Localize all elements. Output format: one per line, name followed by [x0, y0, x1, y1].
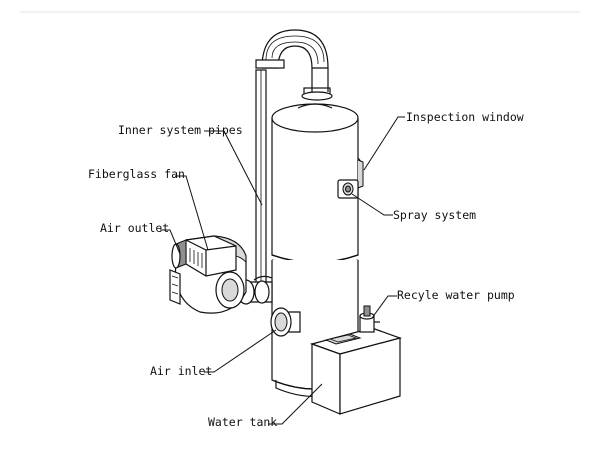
- leader-lines: [160, 116, 405, 425]
- label-fiberglass-fan: Fiberglass fan: [88, 167, 185, 181]
- air-inlet-flange: [270, 307, 301, 337]
- water-tank: [309, 327, 403, 415]
- leader-spray-system: [351, 193, 393, 216]
- label-recycle-water-pump: Recyle water pump: [397, 288, 515, 302]
- label-inner-system-pipes: Inner system pipes: [118, 123, 243, 137]
- leader-water-tank: [268, 383, 323, 425]
- leader-air-outlet: [160, 229, 181, 255]
- leader-air-inlet: [204, 329, 277, 373]
- spray-system-port: [337, 179, 359, 199]
- top-elbow-duct: [255, 29, 333, 101]
- recycle-water-pump: [359, 305, 380, 333]
- inner-system-pipe: [255, 69, 267, 286]
- leader-inner-pipes: [204, 130, 263, 206]
- label-air-outlet: Air outlet: [100, 221, 170, 235]
- leader-recycle-pump: [371, 295, 397, 319]
- label-spray-system: Spray system: [393, 208, 477, 222]
- leader-inspection-window: [363, 116, 405, 171]
- inspection-window: [357, 157, 364, 189]
- label-air-inlet: Air inlet: [150, 364, 213, 378]
- label-water-tank: Water tank: [208, 415, 278, 429]
- label-inspection-window: Inspection window: [406, 110, 524, 124]
- fiberglass-fan: [169, 235, 247, 314]
- leader-fiberglass-fan: [175, 175, 209, 251]
